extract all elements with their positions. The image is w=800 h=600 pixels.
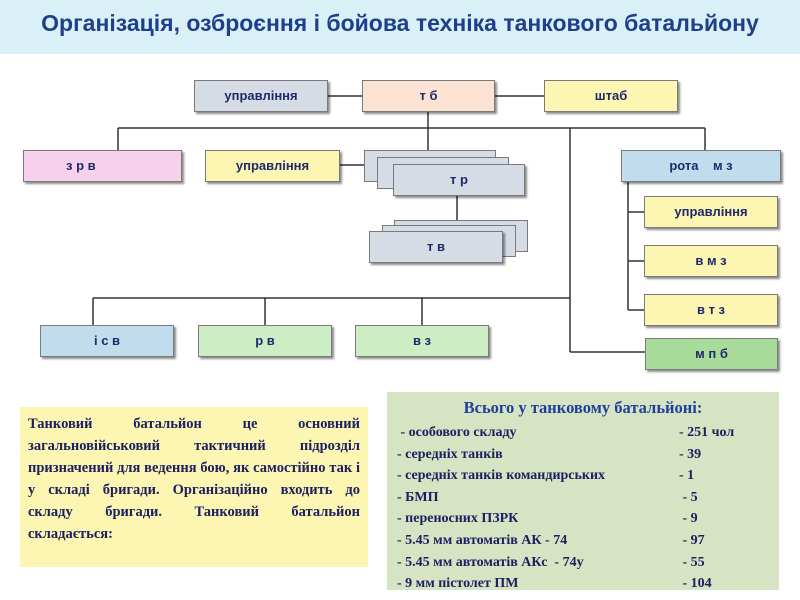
box-vz: в з: [355, 325, 489, 357]
summary-label: - БМП: [397, 489, 439, 505]
summary-label: - середніх танків: [397, 446, 503, 462]
summary-row: - 5.45 мм автоматів АК - 74 - 97: [397, 530, 769, 552]
summary-label: - 5.45 мм автоматів АК - 74: [397, 532, 568, 548]
summary-panel: Всього у танковому батальйоні: - особово…: [387, 392, 779, 591]
summary-heading: Всього у танковому батальйоні:: [463, 398, 703, 417]
box-command: управління: [194, 80, 328, 112]
summary-value: - 1: [679, 468, 695, 484]
summary-value: - 9: [679, 511, 698, 527]
box-support-command: управління: [644, 196, 778, 228]
box-rv: р в: [198, 325, 332, 357]
summary-label: - 9 мм пістолет ПМ: [397, 576, 519, 592]
summary-value: - 5: [679, 489, 698, 505]
page-title: Організація, озброєння і бойова техніка …: [41, 10, 759, 36]
box-staff: штаб: [544, 80, 678, 112]
box-support-vtz: в т з: [644, 294, 778, 326]
summary-label: - переносних ПЗРК: [397, 511, 519, 527]
box-tank-company: т р: [393, 164, 525, 196]
summary-label: - особового складу: [397, 425, 517, 440]
summary-row: - БМП - 5: [397, 487, 769, 509]
summary-row: - середніх танків командирських - 1: [397, 465, 769, 487]
description-panel: Танковий батальйон це основний загальнов…: [20, 407, 368, 567]
description-text: Танковий батальйон це основний загальнов…: [28, 416, 360, 542]
box-medical: м п б: [645, 338, 778, 370]
box-support-vmz: в м з: [644, 245, 778, 277]
summary-label: - середніх танків командирських: [397, 468, 606, 484]
box-tank-company-command: управління: [205, 150, 340, 182]
summary-value: - 104: [679, 576, 712, 592]
summary-row: - особового складу - 251 чол: [397, 422, 769, 444]
title-bar: [0, 0, 800, 54]
summary-value: - 55: [679, 554, 705, 570]
summary-row: - переносних ПЗРК - 9: [397, 508, 769, 530]
summary-value: - 39: [679, 446, 702, 462]
box-support-company: рота м з: [621, 150, 781, 182]
summary-value: - 251 чол: [679, 425, 735, 440]
summary-row: - середніх танків - 39: [397, 444, 769, 466]
box-recon-platoon: з р в: [23, 150, 182, 182]
summary-label: - 5.45 мм автоматів АКс - 74у: [397, 554, 584, 570]
summary-value: - 97: [679, 532, 705, 548]
box-tank-battalion: т б: [362, 80, 495, 112]
summary-row: - 9 мм пістолет ПМ - 104: [397, 573, 769, 595]
box-isv: і с в: [40, 325, 174, 357]
summary-row: - 5.45 мм автоматів АКс - 74у - 55: [397, 552, 769, 574]
box-tank-platoon: т в: [369, 231, 503, 263]
